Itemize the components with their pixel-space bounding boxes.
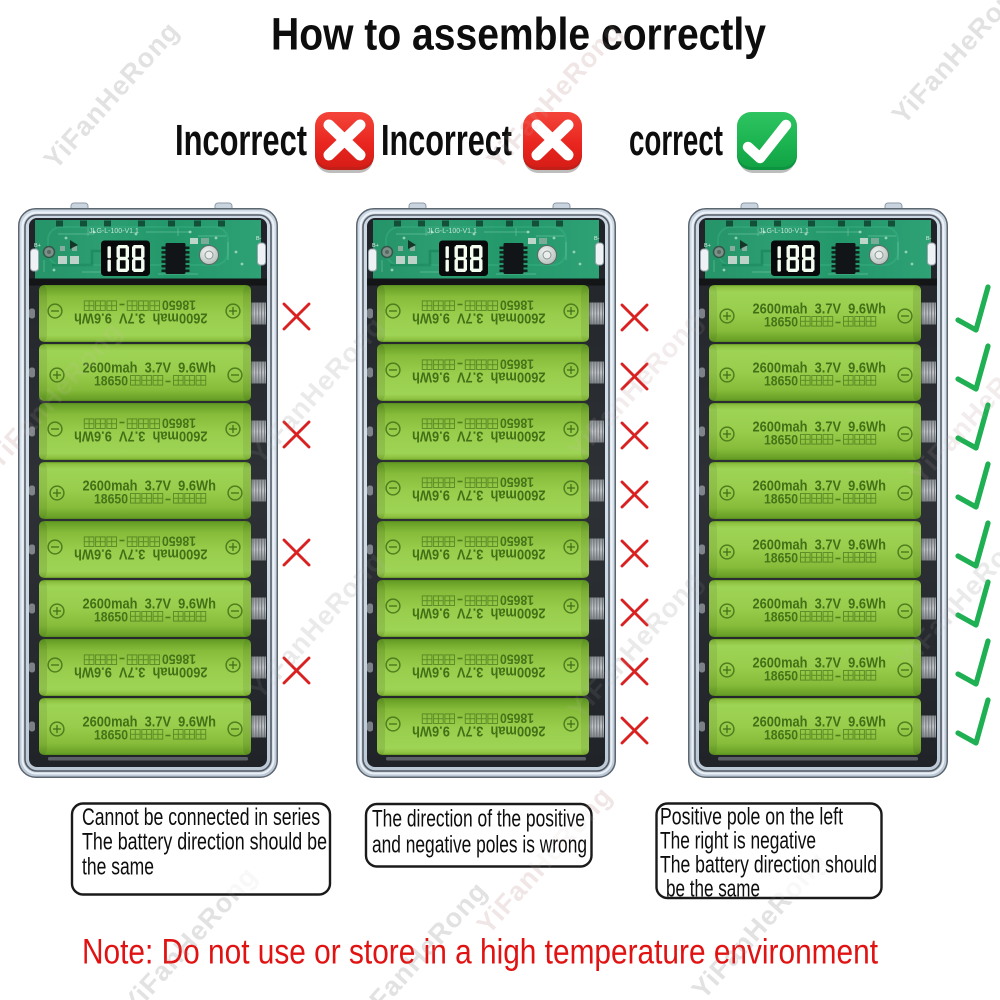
svg-text:2600mah 3.7V 9.6Wh: 2600mah 3.7V 9.6Wh <box>412 427 546 444</box>
svg-text:2600mah 3.7V 9.6Wh: 2600mah 3.7V 9.6Wh <box>74 545 208 562</box>
svg-text:2600mah 3.7V 9.6Wh: 2600mah 3.7V 9.6Wh <box>753 655 887 672</box>
svg-text:18650: 18650 <box>500 357 534 372</box>
svg-text:2600mah 3.7V 9.6Wh: 2600mah 3.7V 9.6Wh <box>412 486 546 503</box>
svg-text:JLG-L-100-V1.1: JLG-L-100-V1.1 <box>759 228 809 235</box>
svg-text:18650: 18650 <box>764 373 798 388</box>
svg-text:2600mah 3.7V 9.6Wh: 2600mah 3.7V 9.6Wh <box>83 714 217 731</box>
svg-text:18650: 18650 <box>94 491 128 506</box>
svg-text:2600mah 3.7V 9.6Wh: 2600mah 3.7V 9.6Wh <box>74 427 208 444</box>
svg-text:2600mah 3.7V 9.6Wh: 2600mah 3.7V 9.6Wh <box>753 360 887 377</box>
svg-text:18650: 18650 <box>500 416 534 431</box>
svg-text:18650: 18650 <box>94 609 128 624</box>
svg-text:18650: 18650 <box>500 652 534 667</box>
svg-text:2600mah 3.7V 9.6Wh: 2600mah 3.7V 9.6Wh <box>753 419 887 436</box>
svg-text:18650: 18650 <box>162 534 196 549</box>
svg-text:18650: 18650 <box>500 593 534 608</box>
svg-text:and negative poles is wrong: and negative poles is wrong <box>372 832 587 859</box>
svg-text:18650: 18650 <box>764 491 798 506</box>
svg-text:How to assemble correctly: How to assemble correctly <box>271 9 766 60</box>
svg-text:2600mah 3.7V 9.6Wh: 2600mah 3.7V 9.6Wh <box>412 604 546 621</box>
svg-text:2600mah 3.7V 9.6Wh: 2600mah 3.7V 9.6Wh <box>753 478 887 495</box>
svg-text:18650: 18650 <box>764 727 798 742</box>
svg-text:18650: 18650 <box>162 652 196 667</box>
svg-text:2600mah 3.7V 9.6Wh: 2600mah 3.7V 9.6Wh <box>74 309 208 326</box>
svg-text:18650: 18650 <box>500 475 534 490</box>
svg-text:2600mah 3.7V 9.6Wh: 2600mah 3.7V 9.6Wh <box>753 714 887 731</box>
svg-text:B-: B- <box>256 236 262 242</box>
svg-text:B-: B- <box>594 236 600 242</box>
svg-text:Note: Do not use or store in a: Note: Do not use or store in a high temp… <box>82 933 878 972</box>
svg-text:The battery direction should b: The battery direction should be <box>82 829 327 856</box>
svg-text:2600mah 3.7V 9.6Wh: 2600mah 3.7V 9.6Wh <box>83 360 217 377</box>
svg-text:The direction of the positive: The direction of the positive <box>372 806 585 833</box>
svg-text:2600mah 3.7V 9.6Wh: 2600mah 3.7V 9.6Wh <box>412 545 546 562</box>
svg-text:18650: 18650 <box>764 432 798 447</box>
svg-text:Cannot be connected in series: Cannot be connected in series <box>82 804 320 831</box>
svg-text:2600mah 3.7V 9.6Wh: 2600mah 3.7V 9.6Wh <box>412 309 546 326</box>
svg-text:Incorrect: Incorrect <box>175 116 307 165</box>
svg-text:be the same: be the same <box>666 876 760 903</box>
svg-text:JLG-L-100-V1.1: JLG-L-100-V1.1 <box>427 228 477 235</box>
svg-text:18650: 18650 <box>162 416 196 431</box>
svg-text:18650: 18650 <box>94 727 128 742</box>
svg-text:B+: B+ <box>34 243 41 249</box>
svg-text:Positive pole on the left: Positive pole on the left <box>660 804 843 831</box>
svg-text:2600mah 3.7V 9.6Wh: 2600mah 3.7V 9.6Wh <box>412 663 546 680</box>
svg-text:JLG-L-100-V1.1: JLG-L-100-V1.1 <box>89 228 139 235</box>
svg-text:the same: the same <box>82 854 154 881</box>
svg-text:B-: B- <box>926 236 932 242</box>
svg-text:18650: 18650 <box>764 550 798 565</box>
svg-text:18650: 18650 <box>764 668 798 683</box>
svg-text:18650: 18650 <box>162 298 196 313</box>
svg-text:18650: 18650 <box>764 609 798 624</box>
svg-text:The battery direction should: The battery direction should <box>660 852 877 879</box>
svg-text:B+: B+ <box>704 243 711 249</box>
svg-text:2600mah 3.7V 9.6Wh: 2600mah 3.7V 9.6Wh <box>412 722 546 739</box>
svg-text:18650: 18650 <box>500 534 534 549</box>
svg-text:B+: B+ <box>372 243 379 249</box>
svg-text:2600mah 3.7V 9.6Wh: 2600mah 3.7V 9.6Wh <box>412 368 546 385</box>
svg-text:2600mah 3.7V 9.6Wh: 2600mah 3.7V 9.6Wh <box>753 301 887 318</box>
svg-text:18650: 18650 <box>764 314 798 329</box>
svg-text:2600mah 3.7V 9.6Wh: 2600mah 3.7V 9.6Wh <box>83 478 217 495</box>
svg-text:18650: 18650 <box>500 298 534 313</box>
svg-text:2600mah 3.7V 9.6Wh: 2600mah 3.7V 9.6Wh <box>74 663 208 680</box>
svg-text:2600mah 3.7V 9.6Wh: 2600mah 3.7V 9.6Wh <box>753 596 887 613</box>
svg-text:2600mah 3.7V 9.6Wh: 2600mah 3.7V 9.6Wh <box>753 537 887 554</box>
svg-text:2600mah 3.7V 9.6Wh: 2600mah 3.7V 9.6Wh <box>83 596 217 613</box>
svg-text:18650: 18650 <box>500 711 534 726</box>
svg-text:The right is negative: The right is negative <box>660 828 816 855</box>
svg-text:correct: correct <box>629 116 723 165</box>
svg-text:18650: 18650 <box>94 373 128 388</box>
svg-text:Incorrect: Incorrect <box>381 116 512 165</box>
